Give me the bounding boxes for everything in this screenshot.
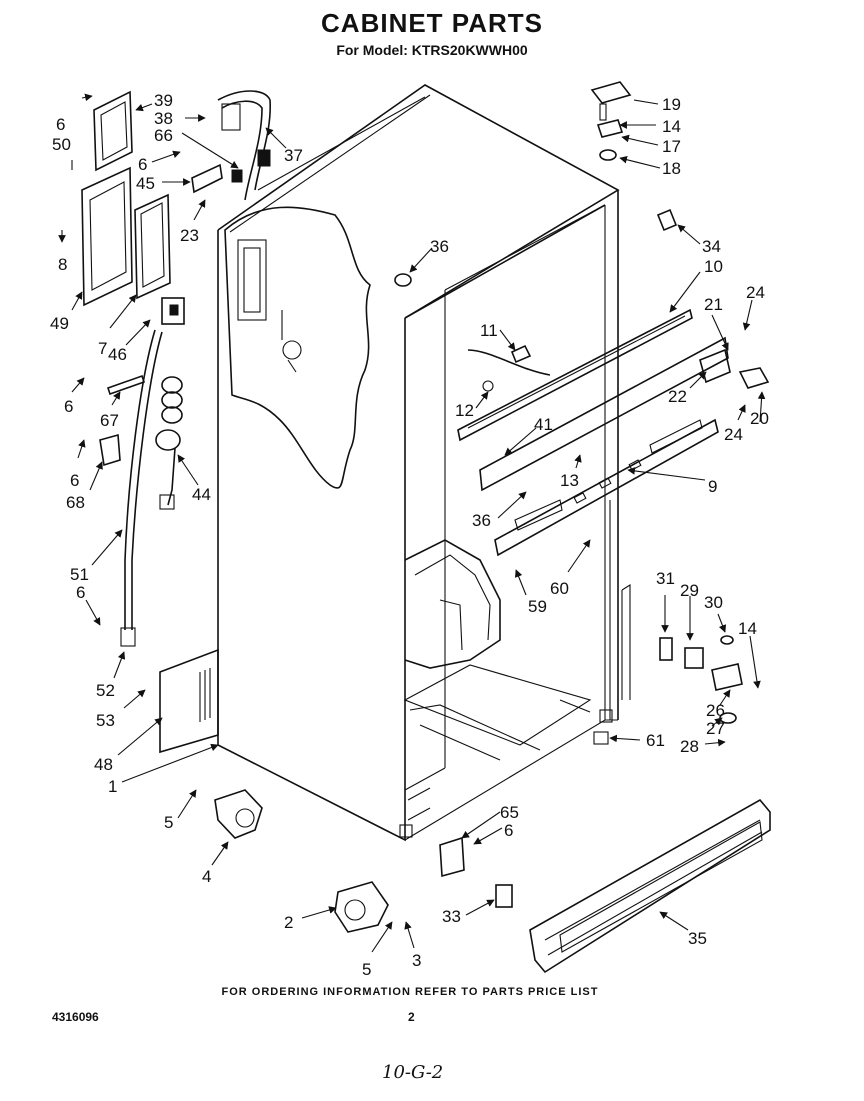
callout-36: 36 [472, 511, 491, 530]
callout-6: 6 [504, 821, 513, 840]
callout-66: 66 [154, 126, 173, 145]
callout-53: 53 [96, 711, 115, 730]
callout-10: 10 [704, 257, 723, 276]
callout-9: 9 [708, 477, 717, 496]
callout-38: 38 [154, 109, 173, 128]
callout-31: 31 [656, 569, 675, 588]
callout-24: 24 [724, 425, 743, 444]
callout-34: 34 [702, 237, 721, 256]
callout-41: 41 [534, 415, 553, 434]
callout-13: 13 [560, 471, 579, 490]
callout-33: 33 [442, 907, 461, 926]
hardware-parts [81, 81, 771, 974]
callout-6: 6 [138, 155, 147, 174]
callout-59: 59 [528, 597, 547, 616]
callout-60: 60 [550, 579, 569, 598]
callout-50: 50 [52, 135, 71, 154]
callout-48: 48 [94, 755, 113, 774]
callout-51: 51 [70, 565, 89, 584]
callout-14: 14 [738, 619, 757, 638]
callout-26: 26 [706, 701, 725, 720]
callout-27: 27 [706, 719, 725, 738]
callout-8: 8 [58, 255, 67, 274]
callout-22: 22 [668, 387, 687, 406]
callout-44: 44 [192, 485, 211, 504]
callout-20: 20 [750, 409, 769, 428]
page-number: 2 [408, 1010, 415, 1024]
callout-46: 46 [108, 345, 127, 364]
callout-29: 29 [680, 581, 699, 600]
cabinet-body [217, 84, 631, 842]
callout-28: 28 [680, 737, 699, 756]
callout-19: 19 [662, 95, 681, 114]
callout-4: 4 [202, 867, 211, 886]
leader-lines [58, 93, 766, 953]
callout-61: 61 [646, 731, 665, 750]
callout-35: 35 [688, 929, 707, 948]
callout-2: 2 [284, 913, 293, 932]
callout-36: 36 [430, 237, 449, 256]
document-number: 4316096 [52, 1010, 99, 1024]
callout-1: 1 [108, 777, 117, 796]
callout-30: 30 [704, 593, 723, 612]
callout-6: 6 [56, 115, 65, 134]
callout-11: 11 [480, 321, 498, 340]
shelf-rails [457, 308, 770, 557]
handwritten-note: 10-G-2 [382, 1062, 444, 1083]
callout-14: 14 [662, 117, 681, 136]
callout-17: 17 [662, 137, 681, 156]
callout-6: 6 [70, 471, 79, 490]
callout-5: 5 [164, 813, 173, 832]
callout-3: 3 [412, 951, 421, 970]
callout-37: 37 [284, 146, 303, 165]
callout-65: 65 [500, 803, 519, 822]
callout-39: 39 [154, 91, 173, 110]
callout-12: 12 [455, 401, 474, 420]
ordering-note: FOR ORDERING INFORMATION REFER TO PARTS … [221, 986, 599, 998]
page-title: CABINET PARTS [321, 8, 543, 38]
model-subtitle: For Model: KTRS20KWWH00 [336, 42, 528, 58]
callout-6: 6 [64, 397, 73, 416]
callout-49: 49 [50, 314, 69, 333]
callout-6: 6 [76, 583, 85, 602]
callout-21: 21 [704, 295, 723, 314]
callout-5: 5 [362, 960, 371, 979]
callout-52: 52 [96, 681, 115, 700]
callout-67: 67 [100, 411, 119, 430]
callout-labels: 39 38 66 6 50 37 6 45 23 8 49 7 46 6 67 … [50, 91, 769, 979]
callout-45: 45 [136, 174, 155, 193]
callout-24: 24 [746, 283, 765, 302]
callout-7: 7 [98, 339, 107, 358]
callout-68: 68 [66, 493, 85, 512]
callout-23: 23 [180, 226, 199, 245]
callout-18: 18 [662, 159, 681, 178]
